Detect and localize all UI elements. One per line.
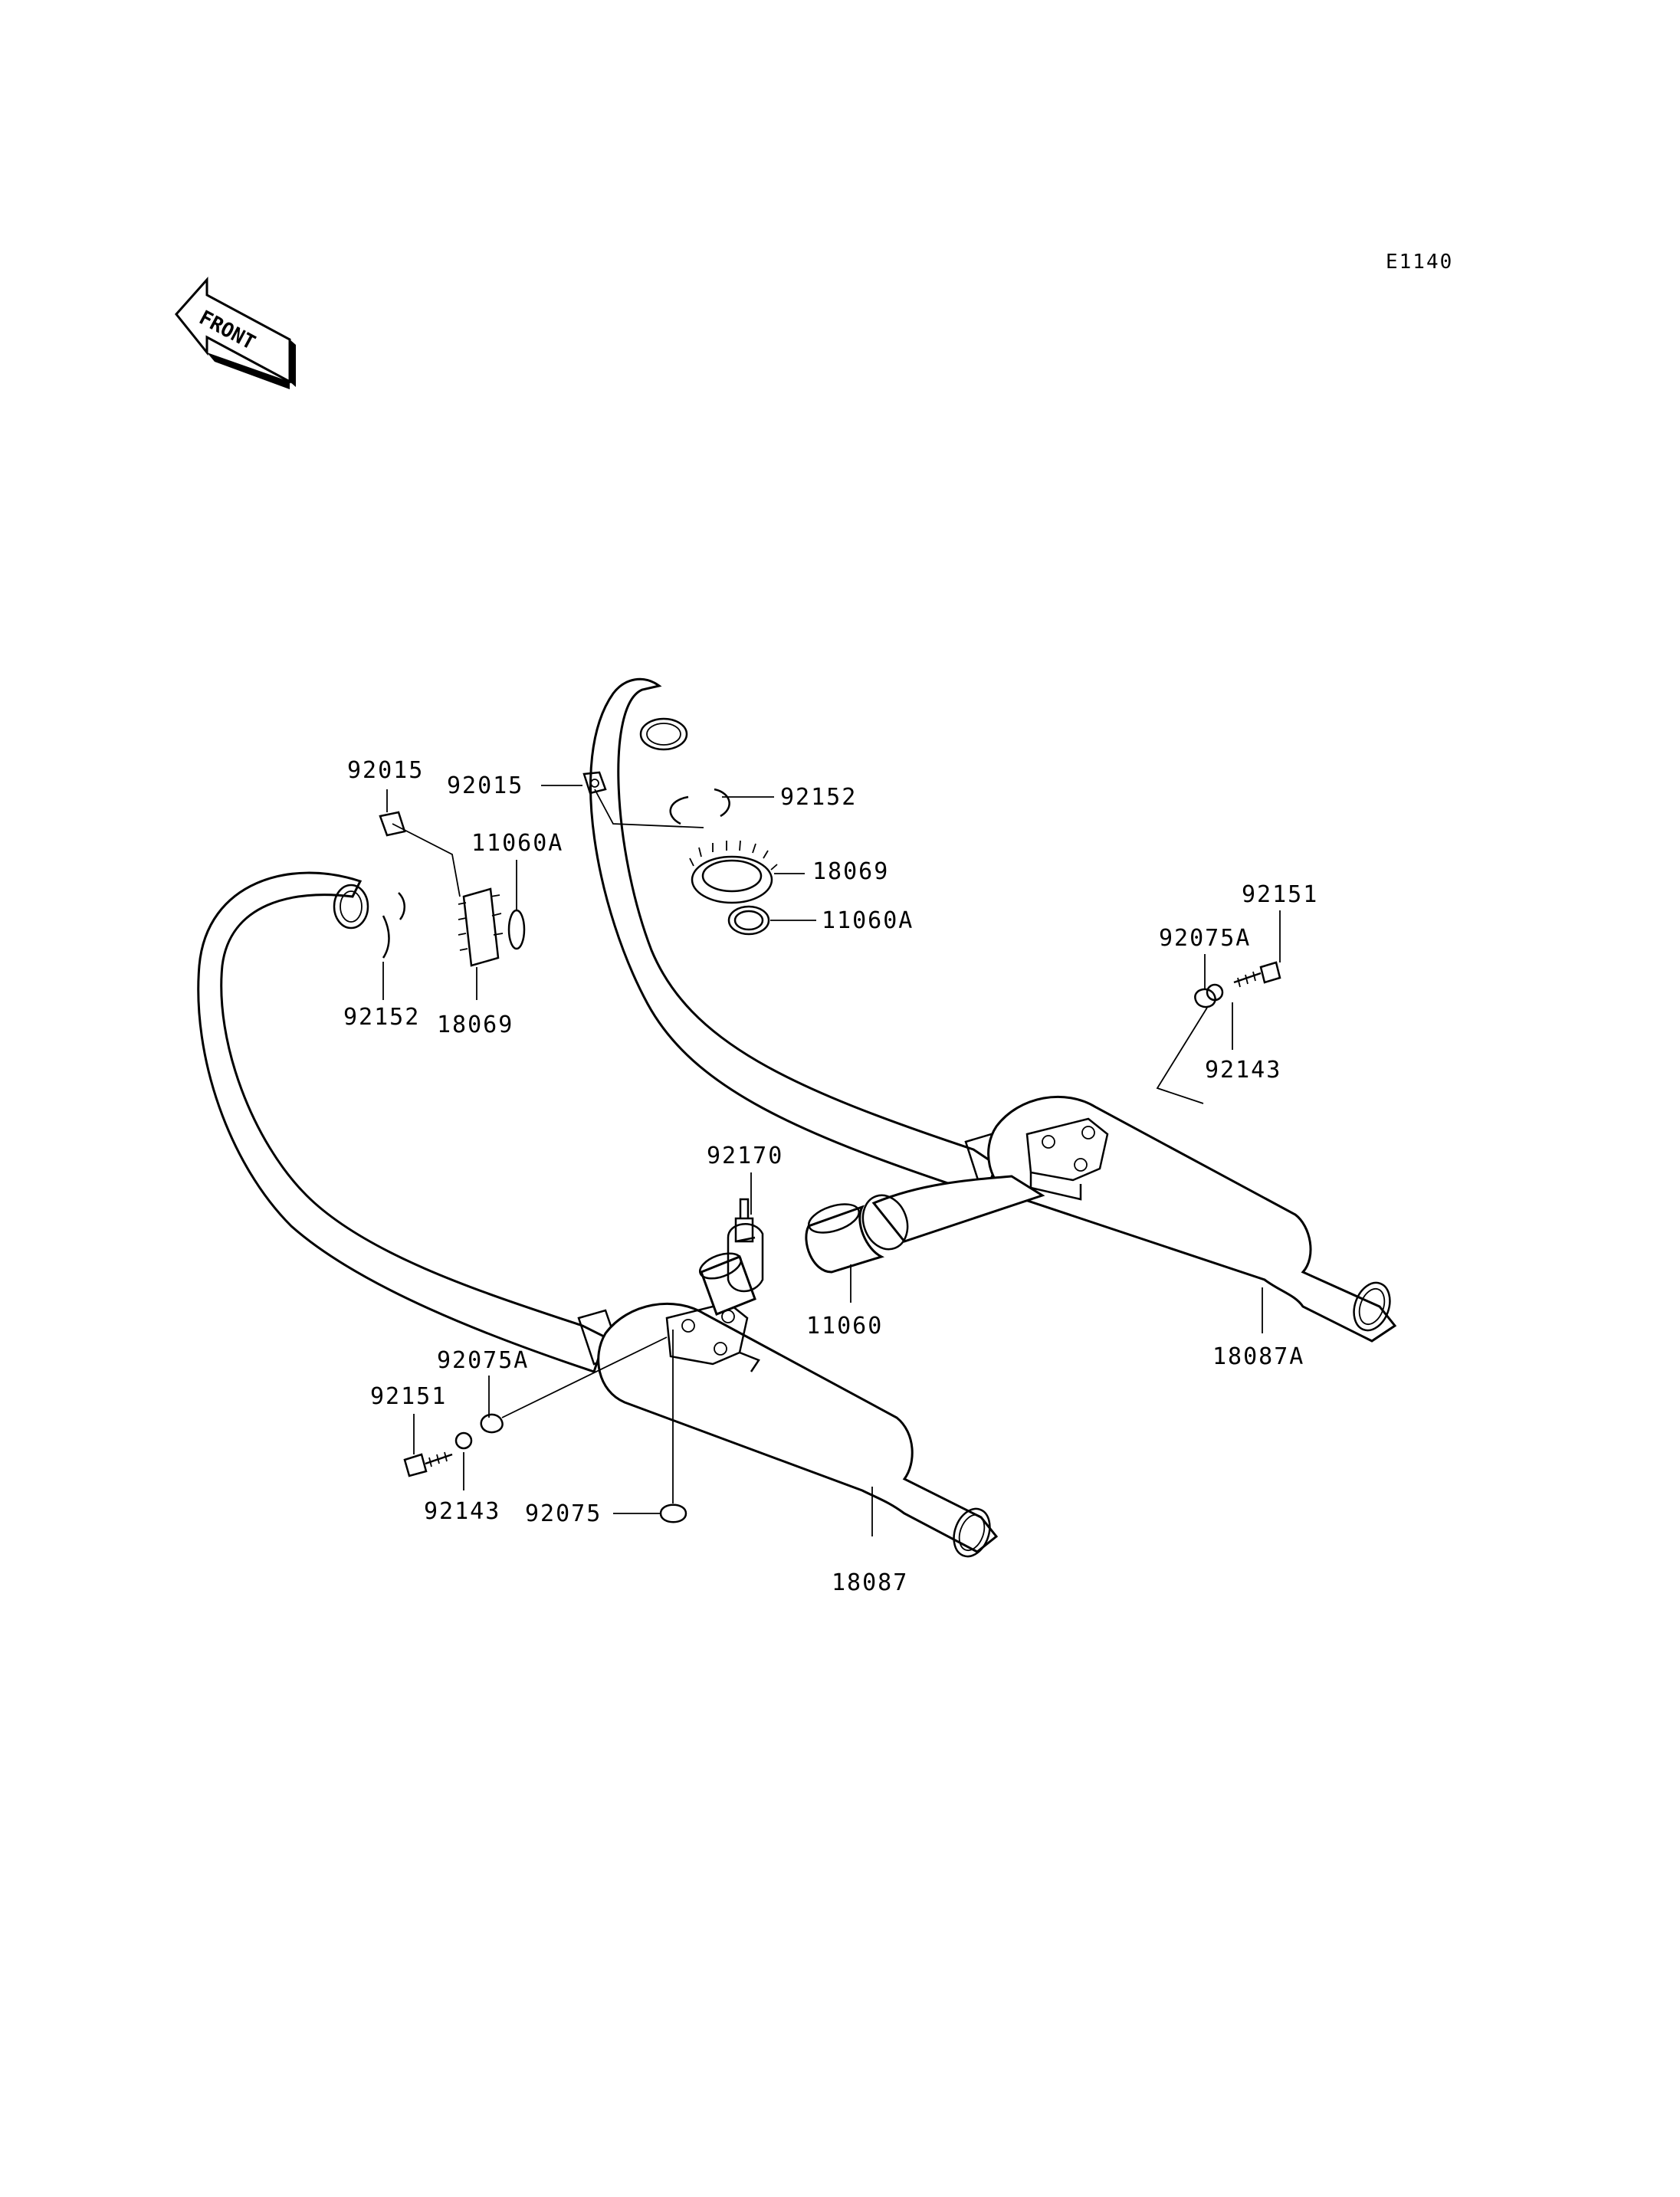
label-92143-left: 92143 [424,1498,500,1525]
grommet-92075A-right [1194,988,1216,1008]
clamp-92170 [727,1198,764,1293]
label-92152-left: 92152 [343,1004,420,1031]
label-92143-right: 92143 [1205,1057,1281,1084]
nut-92015-left [379,811,406,837]
leader-lines [382,785,1281,1536]
gasket-11060A-upper-inner [733,910,764,931]
washer-92143-left [454,1431,473,1450]
label-92152-top: 92152 [780,784,857,811]
label-18069-top: 18069 [812,858,889,885]
label-92075: 92075 [525,1500,602,1527]
label-18087: 18087 [832,1569,908,1596]
bolt-92151-right [1233,961,1281,988]
connector-pipe-11060 [805,1203,885,1274]
label-92075A-left: 92075A [437,1347,529,1374]
front-direction-arrow-icon: FRONT [175,277,296,389]
bolt-92151-left [403,1451,453,1477]
label-92015-left: 92015 [347,757,424,784]
label-18087A: 18087A [1212,1343,1304,1370]
keeper-92152-upper [669,788,730,825]
flange-18069-left [458,887,504,967]
gasket-11060A-left [507,909,526,950]
nut-92015-mid [582,771,607,795]
label-11060A-top: 11060A [822,907,914,934]
keeper-92152-left [382,892,405,959]
label-18069-left: 18069 [437,1012,514,1038]
grommet-92075A-left [480,1413,504,1434]
label-11060A-left: 11060A [471,830,563,857]
flange-18069-upper [689,840,778,904]
label-92170: 92170 [707,1143,783,1169]
upper-exhaust-pipe [589,677,1397,1343]
label-11060: 11060 [806,1313,883,1340]
label-92151-left: 92151 [370,1383,447,1410]
grommet-92075 [659,1503,687,1523]
label-92151-right: 92151 [1242,881,1318,908]
gasket-11060A-upper [727,905,770,936]
label-92015-mid: 92015 [447,772,523,799]
label-92075A-right: 92075A [1159,925,1251,952]
diagram-code: E1140 [1386,251,1453,274]
lower-exhaust-pipe [197,871,999,1558]
